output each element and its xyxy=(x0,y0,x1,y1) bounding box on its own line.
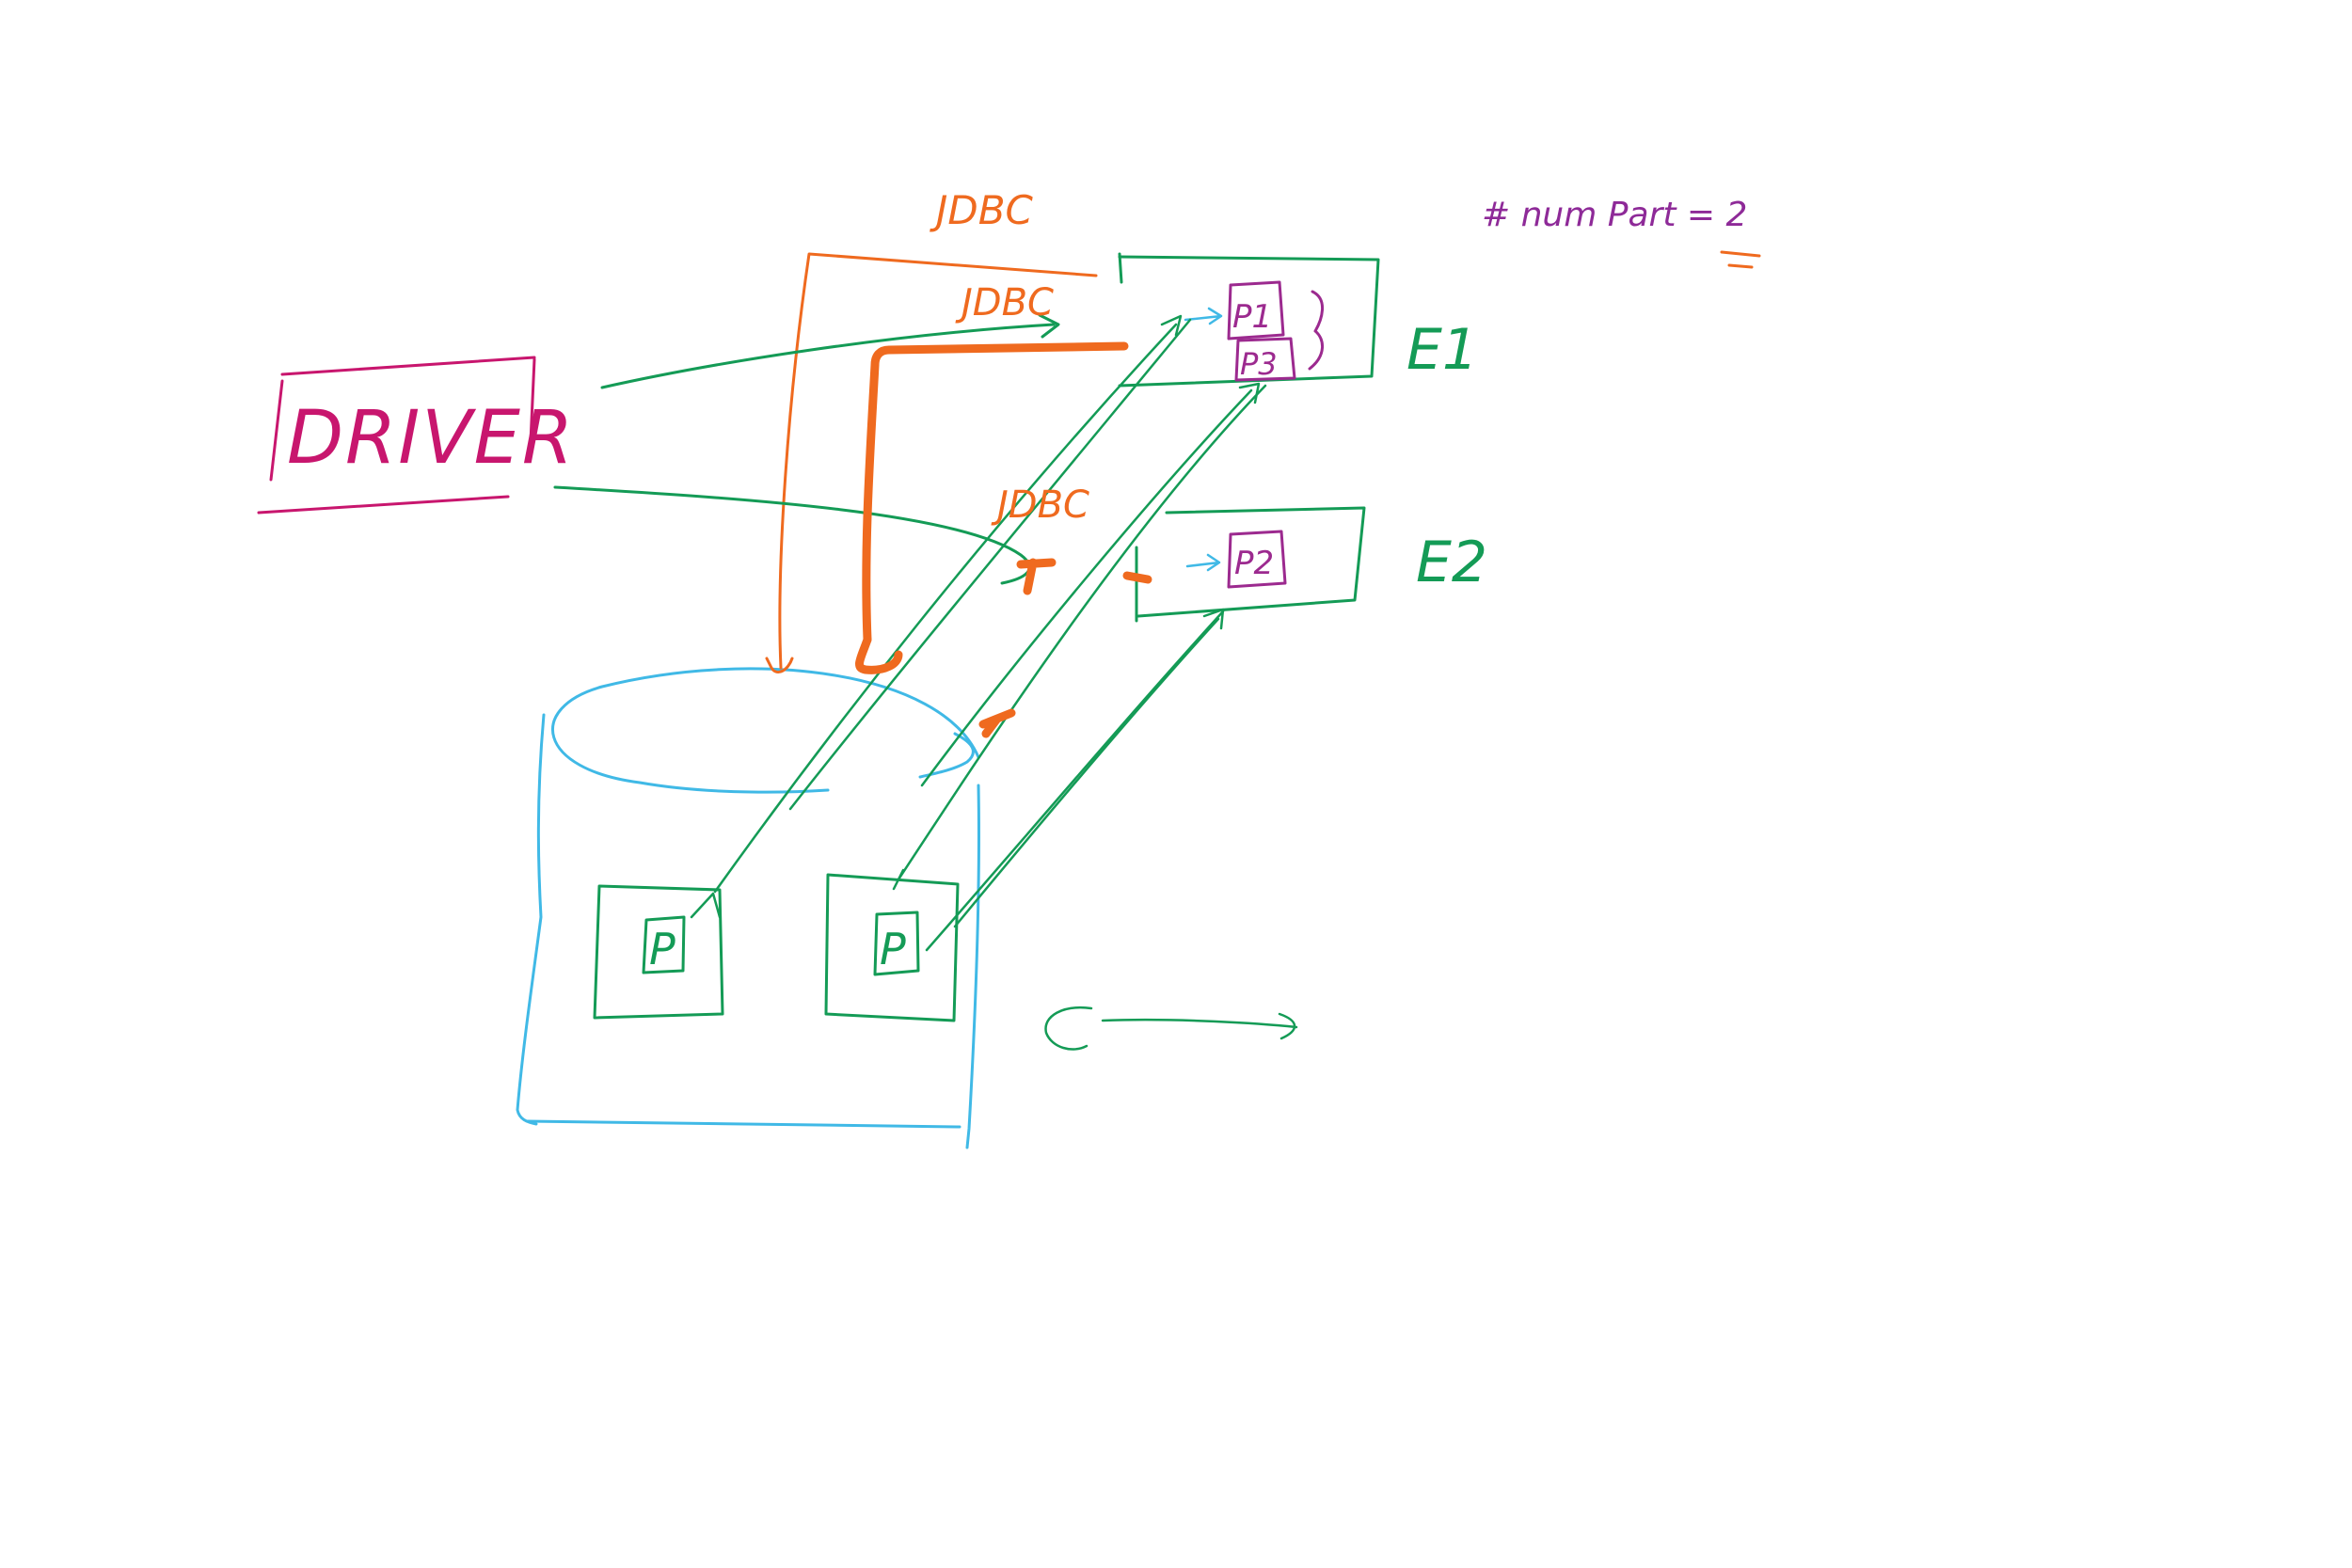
db-partition-2-label: P xyxy=(880,924,906,974)
jdbc-label-top: JDBC xyxy=(930,187,1034,233)
e1-partition-brace xyxy=(1308,290,1324,371)
database-cylinder xyxy=(516,667,981,1149)
database-top-right-arc xyxy=(918,732,975,779)
database-top-ellipse xyxy=(551,667,980,794)
db-to-e1-channel-lines xyxy=(690,314,1192,919)
db-partition-2 xyxy=(824,873,960,1022)
e2-incoming-arrow xyxy=(1185,553,1221,572)
num-partitions-note: # num Part = 2 xyxy=(1482,196,1747,234)
driver-to-e2-line xyxy=(553,485,1031,585)
executor-e2-label: E2 xyxy=(1416,530,1487,595)
e2-partition-p2-label: P2 xyxy=(1234,545,1274,582)
e1-partition-p1-label: P1 xyxy=(1232,298,1272,336)
executor-e1-label: E1 xyxy=(1406,317,1478,383)
jdbc-thick-route xyxy=(855,341,1152,738)
db-to-e2-lines xyxy=(925,608,1225,952)
num-partitions-underline xyxy=(1720,250,1761,269)
database-bottom xyxy=(525,1119,961,1129)
database-left-wall xyxy=(516,713,546,1126)
jdbc-label-e1: JDBC xyxy=(955,281,1054,325)
e1-partition-p3-label: P3 xyxy=(1240,346,1278,382)
driver-label: DRIVER xyxy=(287,396,575,481)
driver-to-e1-line xyxy=(600,313,1060,389)
db-partition-1 xyxy=(593,884,724,1020)
executor-e2-box xyxy=(1135,506,1366,623)
e1-partition-p1 xyxy=(1227,280,1285,341)
db-partition-1-label: P xyxy=(649,924,675,974)
jdbc-label-e2: JDBC xyxy=(991,483,1089,527)
jdbc-bracket xyxy=(765,252,1098,673)
e1-partition-p3 xyxy=(1234,337,1296,382)
e1-incoming-arrow xyxy=(1184,307,1223,325)
sequence-arrow-shape xyxy=(1044,1006,1298,1051)
db-to-e1-p3-lines xyxy=(892,382,1267,891)
driver-box xyxy=(257,356,536,515)
e2-partition-p2 xyxy=(1227,530,1287,589)
database-right-wall xyxy=(965,784,981,1149)
